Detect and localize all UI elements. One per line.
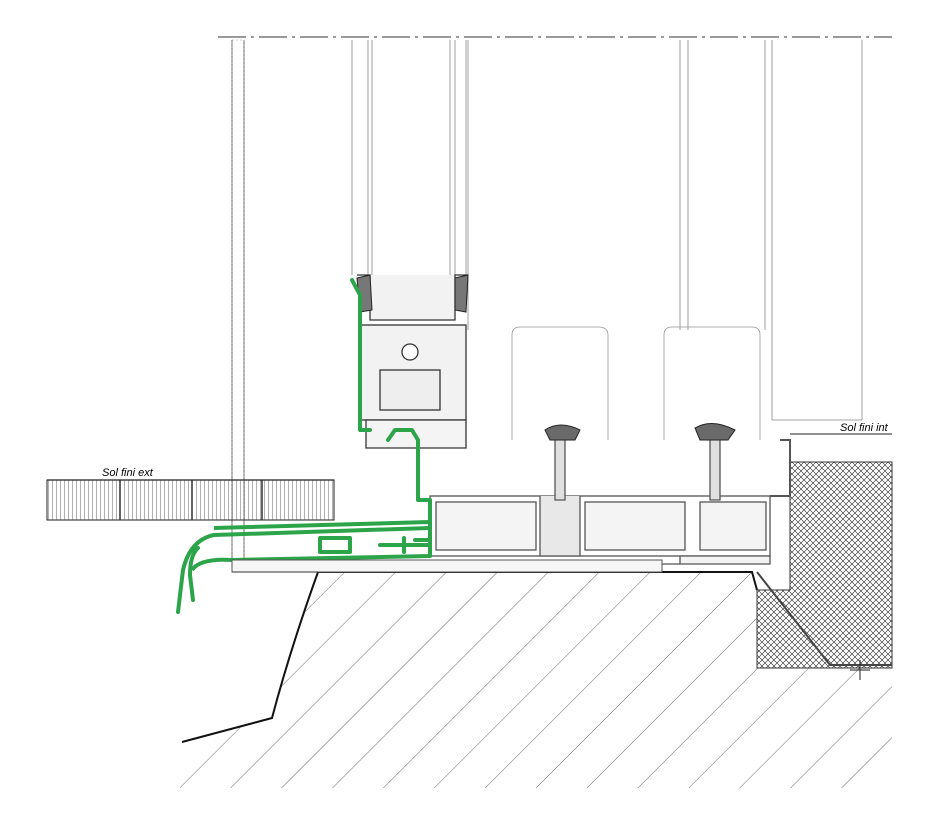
highlighted-profile	[176, 278, 432, 614]
roller-housings	[511, 326, 761, 440]
frame-profile	[429, 439, 791, 565]
interior-floor-label: Sol fini int	[840, 422, 889, 434]
sill-flashing	[756, 571, 892, 666]
highlighted-base	[190, 520, 432, 572]
reference-mark	[850, 660, 870, 680]
concrete-slab	[180, 572, 892, 788]
base-plate	[231, 559, 663, 573]
exterior-floor-label: Sol fini ext	[102, 467, 154, 479]
exterior-floor-finish	[46, 479, 335, 521]
glass-panel-lines	[351, 40, 863, 421]
sash-profile	[357, 274, 468, 449]
insulation-block	[756, 461, 893, 669]
